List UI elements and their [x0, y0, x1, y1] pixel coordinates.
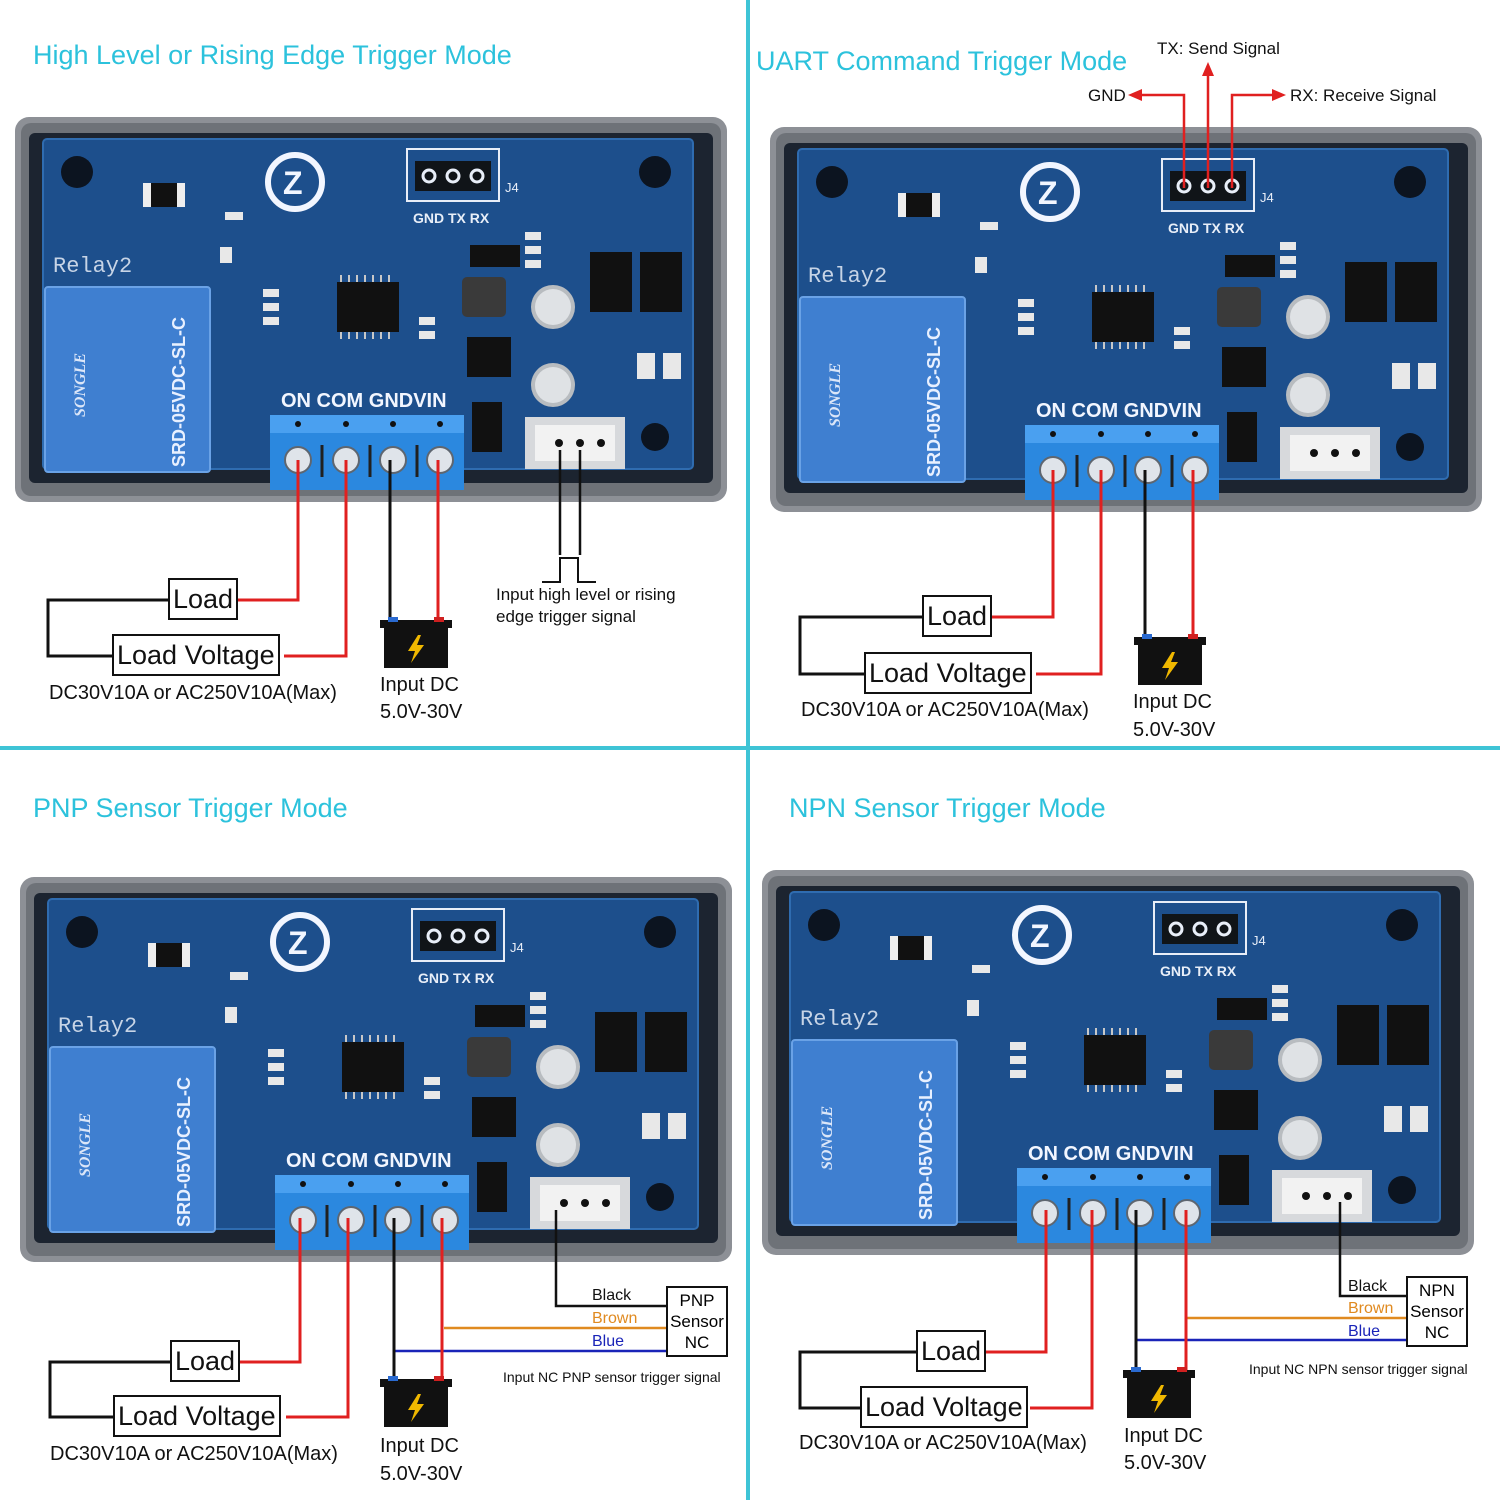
trigger-note-line2: edge trigger signal: [496, 607, 636, 626]
wire-load-loop: [46, 598, 168, 658]
wire-com-loadvoltage: [1036, 470, 1103, 676]
sensor-nc: NC: [684, 1333, 710, 1352]
load-rating: DC30V10A or AC250V10A(Max): [799, 1432, 1087, 1454]
panel-uart-trigger: UART Command Trigger Mode TX: Send Signa…: [750, 0, 1500, 750]
relay-board: [15, 117, 727, 502]
wire-load-loop: [798, 615, 922, 676]
panel-title: High Level or Rising Edge Trigger Mode: [33, 40, 512, 70]
input-dc-range: 5.0V-30V: [380, 701, 463, 723]
panel-title: UART Command Trigger Mode: [756, 46, 1128, 76]
sensor-type: PNP: [679, 1291, 715, 1310]
input-dc-label: Input DC: [380, 1435, 459, 1457]
horizontal-divider: [0, 746, 1500, 750]
load-voltage-box: Load Voltage: [113, 1395, 281, 1437]
wire-on-load: [238, 460, 300, 602]
arrow-gnd: [1128, 89, 1142, 101]
wire-on-load: [990, 470, 1055, 619]
wire-load-loop: [798, 1350, 916, 1410]
blue-wire-label: Blue: [1348, 1323, 1381, 1340]
battery-icon: [380, 1376, 452, 1427]
board-diagram: [0, 0, 750, 668]
input-dc-range: 5.0V-30V: [1133, 719, 1216, 741]
panel-pnp-trigger: PNP Sensor Trigger Mode Black Brown Blue…: [0, 750, 750, 1500]
sensor-nc: NC: [1424, 1323, 1450, 1342]
wire-com-loadvoltage: [286, 1218, 350, 1419]
black-wire-label: Black: [1348, 1278, 1388, 1295]
load-box: Load: [168, 578, 239, 620]
battery-icon: [1134, 634, 1206, 685]
wire-uart-rx: [1230, 93, 1276, 188]
gnd-label: GND: [1088, 86, 1126, 105]
pnp-sensor-box: PNP Sensor NC: [666, 1286, 728, 1357]
panel-title: NPN Sensor Trigger Mode: [789, 793, 1106, 823]
relay-board: [762, 870, 1474, 1255]
input-dc-range: 5.0V-30V: [1124, 1452, 1207, 1474]
sensor-word: Sensor: [1410, 1302, 1464, 1321]
board-diagram: [0, 750, 750, 1427]
panel-high-level-trigger: High Level or Rising Edge Trigger Mode L…: [0, 0, 750, 750]
input-dc-label: Input DC: [380, 674, 459, 696]
wire-uart-gnd: [1138, 93, 1186, 188]
rx-label: RX: Receive Signal: [1290, 86, 1437, 105]
input-dc-label: Input DC: [1133, 691, 1212, 713]
load-voltage-box: Load Voltage: [112, 634, 280, 676]
load-rating: DC30V10A or AC250V10A(Max): [49, 682, 337, 704]
vertical-divider: [746, 0, 750, 1500]
trigger-note-line1: Input high level or rising: [496, 585, 676, 604]
sensor-note: Input NC PNP sensor trigger signal: [503, 1369, 721, 1385]
battery-icon: [1123, 1367, 1195, 1418]
panel-npn-trigger: NPN Sensor Trigger Mode Black Brown Blue…: [750, 750, 1500, 1500]
sensor-word: Sensor: [670, 1312, 724, 1331]
wire-sensor-black: [1338, 1202, 1406, 1298]
wire-sensor-black: [554, 1210, 666, 1308]
load-box: Load: [170, 1340, 241, 1382]
relay-board: [20, 877, 732, 1262]
sensor-note: Input NC NPN sensor trigger signal: [1249, 1361, 1468, 1377]
pulse-symbol: [542, 557, 596, 583]
board-diagram: [750, 62, 1500, 685]
black-wire-label: Black: [592, 1287, 632, 1304]
wire-com-loadvoltage: [1030, 1210, 1094, 1410]
tx-label: TX: Send Signal: [1157, 39, 1280, 58]
load-voltage-box: Load Voltage: [864, 652, 1032, 694]
load-box: Load: [922, 595, 993, 637]
input-dc-range: 5.0V-30V: [380, 1463, 463, 1485]
load-box: Load: [916, 1330, 987, 1372]
panel-title: PNP Sensor Trigger Mode: [33, 793, 348, 823]
battery-icon: [380, 617, 452, 668]
arrow-tx: [1202, 62, 1214, 76]
brown-wire-label: Brown: [1348, 1300, 1394, 1317]
brown-wire-label: Brown: [592, 1310, 638, 1327]
blue-wire-label: Blue: [592, 1333, 625, 1350]
load-rating: DC30V10A or AC250V10A(Max): [50, 1443, 338, 1465]
sensor-type: NPN: [1419, 1281, 1455, 1300]
wire-on-load: [240, 1218, 302, 1364]
wire-on-load: [986, 1210, 1048, 1354]
wire-com-loadvoltage: [284, 460, 348, 658]
wire-load-loop: [48, 1360, 172, 1419]
load-rating: DC30V10A or AC250V10A(Max): [801, 699, 1089, 721]
input-dc-label: Input DC: [1124, 1425, 1203, 1447]
arrow-rx: [1272, 89, 1286, 101]
board-diagram: [750, 750, 1500, 1418]
npn-sensor-box: NPN Sensor NC: [1406, 1276, 1468, 1347]
relay-board: [770, 127, 1482, 512]
load-voltage-box: Load Voltage: [860, 1386, 1028, 1428]
